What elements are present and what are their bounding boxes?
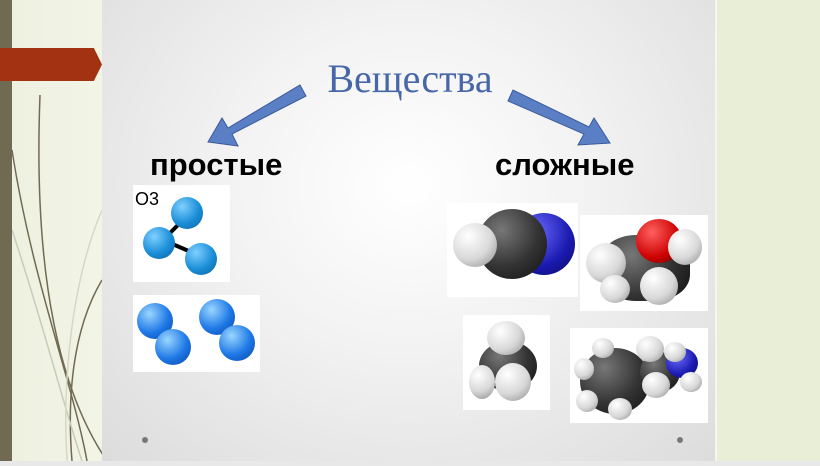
- ozone-image: О3: [133, 185, 230, 282]
- slide-title: Вещества: [327, 56, 493, 101]
- ozone-label: О3: [135, 189, 160, 209]
- title-tab-marker: [0, 48, 102, 81]
- decor-curves: [11, 94, 108, 462]
- dark-stripe: [0, 0, 12, 461]
- ethanol-molecule-image: [580, 215, 708, 311]
- simple-label: простые: [150, 147, 283, 182]
- footer-dot-right: [677, 437, 683, 443]
- amine-molecule-image: [570, 328, 708, 423]
- methane-molecule-image: [463, 315, 550, 410]
- right-decor-panel: [715, 0, 820, 461]
- complex-label: сложные: [495, 147, 635, 182]
- footer-dot-left: [142, 437, 148, 443]
- oxygen-image: [133, 295, 260, 372]
- arrow-left: [207, 84, 307, 147]
- hcn-molecule-image: [447, 203, 578, 297]
- arrow-right: [507, 89, 611, 146]
